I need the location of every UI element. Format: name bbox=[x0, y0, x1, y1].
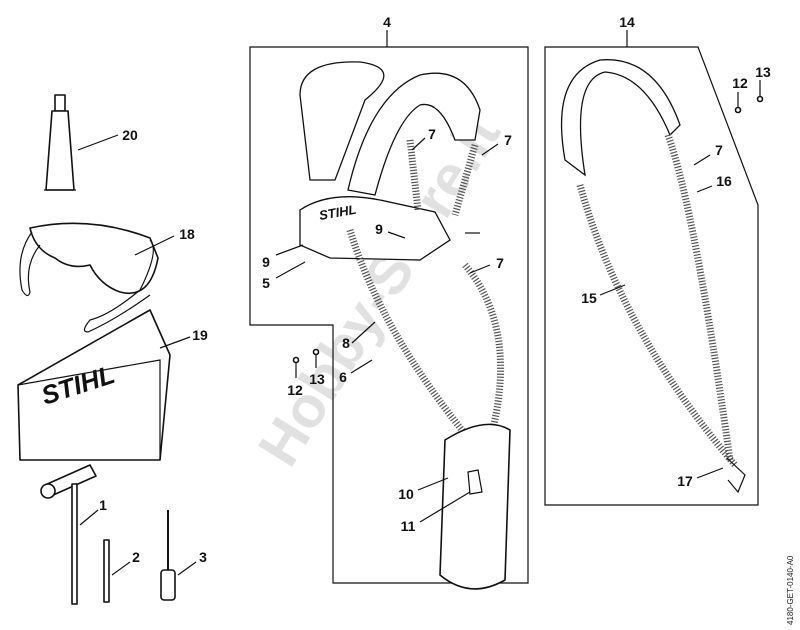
pin-part bbox=[103, 539, 131, 603]
callout-1: 1 bbox=[99, 497, 107, 513]
callout-7-lower: 7 bbox=[496, 255, 504, 271]
callout-5: 5 bbox=[262, 275, 270, 291]
drawing-code: 4180-GET-0140-A0 bbox=[786, 555, 795, 625]
safety-glasses-part bbox=[19, 222, 175, 333]
callout-9-left: 9 bbox=[262, 254, 270, 270]
callout-8: 8 bbox=[342, 335, 350, 351]
screwdriver-part bbox=[160, 510, 197, 601]
callout-4: 4 bbox=[383, 14, 391, 30]
callout-7-upper-left: 7 bbox=[428, 126, 436, 142]
tool-pouch-part: STIHL bbox=[17, 309, 191, 461]
shoulder-strap-group-box bbox=[544, 46, 759, 506]
callout-12-right: 12 bbox=[732, 75, 748, 91]
harness-part: STIHL bbox=[299, 61, 511, 590]
callout-13-left: 13 bbox=[309, 371, 325, 387]
combination-wrench-part bbox=[40, 464, 99, 605]
callout-7-upper-right: 7 bbox=[504, 132, 512, 148]
harness-group-box bbox=[249, 46, 529, 584]
callout-13-right: 13 bbox=[755, 64, 771, 80]
shoulder-strap-part bbox=[560, 59, 764, 494]
harness-leaders bbox=[275, 137, 499, 523]
callout-10: 10 bbox=[398, 486, 414, 502]
grease-tube-part bbox=[44, 94, 119, 191]
callout-9-center: 9 bbox=[375, 221, 383, 237]
callout-14: 14 bbox=[619, 14, 635, 30]
callout-12-left: 12 bbox=[287, 382, 303, 398]
callout-16: 16 bbox=[716, 173, 732, 189]
callout-19: 19 bbox=[192, 327, 208, 343]
callout-3: 3 bbox=[199, 549, 207, 565]
callout-20: 20 bbox=[122, 127, 138, 143]
callout-2: 2 bbox=[132, 549, 140, 565]
callout-15: 15 bbox=[581, 290, 597, 306]
callout-6: 6 bbox=[339, 369, 347, 385]
callout-18: 18 bbox=[179, 226, 195, 242]
callout-17: 17 bbox=[677, 473, 693, 489]
callout-7-strap: 7 bbox=[715, 142, 723, 158]
callout-11: 11 bbox=[401, 518, 416, 534]
svg-text:STIHL: STIHL bbox=[318, 202, 358, 223]
